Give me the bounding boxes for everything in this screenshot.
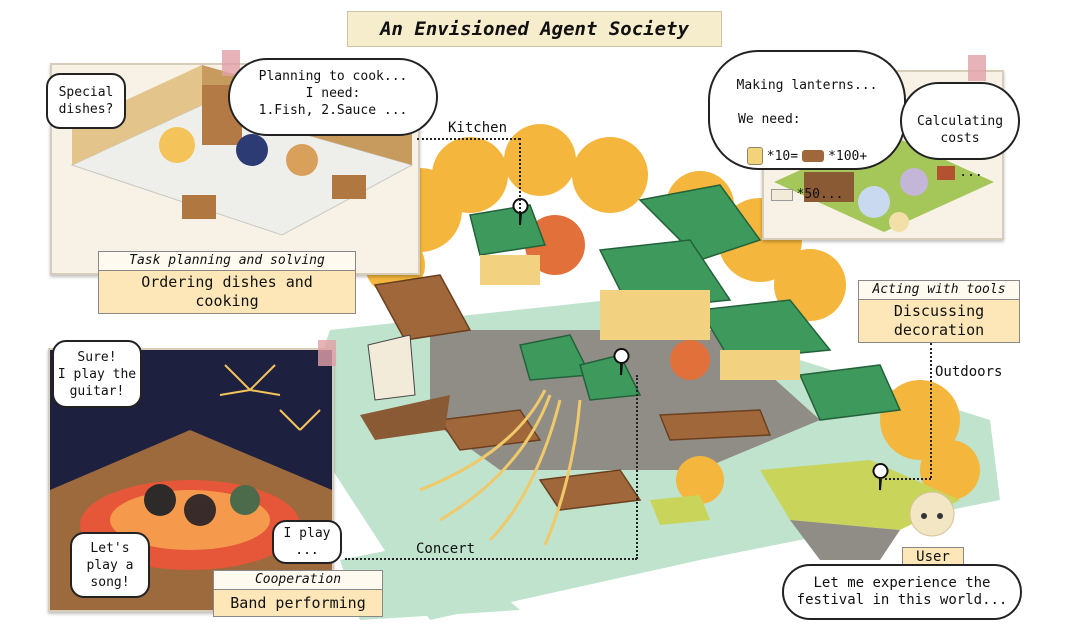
connector-outdoors-h	[880, 478, 931, 480]
tape	[222, 50, 240, 76]
location-label-outdoors: Outdoors	[935, 364, 1003, 380]
streamers	[419, 389, 582, 546]
tape	[318, 340, 336, 366]
caption-lanterns: Discussing decoration	[858, 299, 1020, 343]
location-label-kitchen: Kitchen	[448, 120, 508, 136]
connector-kitchen-v	[519, 138, 521, 213]
wood-icon	[802, 150, 825, 162]
connector-concert-h	[345, 558, 637, 560]
connector-kitchen-h	[417, 138, 520, 140]
thought-cloud-planning: Planning to cook... I need: 1.Fish, 2.Sa…	[228, 58, 438, 136]
tag-task-planning: Task planning and solving	[98, 251, 356, 271]
user-label: User	[902, 547, 964, 567]
connector-concert-v	[636, 375, 638, 559]
calc-more: ...	[959, 165, 983, 180]
speech-bubble-guitar: Sure! I play the guitar!	[52, 340, 142, 408]
water	[340, 540, 520, 620]
eq-paper: *50...	[796, 187, 844, 202]
user-speech-bubble: Let me experience the festival in this w…	[782, 564, 1022, 620]
user-avatar	[902, 488, 962, 544]
tape	[968, 55, 986, 81]
abacus-icon	[937, 165, 956, 180]
paper-icon	[770, 188, 793, 201]
caption-kitchen: Ordering dishes and cooking	[98, 270, 356, 314]
eq-lantern: *10=	[766, 148, 799, 164]
lantern-icon	[746, 147, 763, 165]
connector-outdoors-v	[930, 343, 932, 478]
diagram-title: An Envisioned Agent Society	[347, 11, 722, 47]
tag-cooperation: Cooperation	[213, 570, 383, 590]
thought-cloud-lanterns: Making lanterns... We need: *10= *100+ *…	[708, 50, 906, 202]
location-label-concert: Concert	[416, 541, 476, 557]
cloud-need: We need:	[738, 112, 801, 127]
speech-bubble-special-dishes: Special dishes?	[46, 73, 126, 129]
eq-wood: *100+	[828, 148, 868, 164]
speech-bubble-lets-play: Let's play a song!	[70, 532, 150, 598]
tag-acting-with-tools: Acting with tools	[858, 280, 1020, 300]
boat	[360, 334, 450, 440]
thought-cloud-costs: Calculating costs ...	[900, 82, 1020, 180]
docks	[373, 274, 772, 511]
caption-band: Band performing	[213, 589, 383, 617]
cloud-title: Making lanterns...	[736, 78, 878, 93]
speech-bubble-i-play: I play ...	[272, 520, 342, 564]
calc-text: Calculating costs	[916, 114, 1004, 146]
building-walls	[480, 255, 800, 380]
